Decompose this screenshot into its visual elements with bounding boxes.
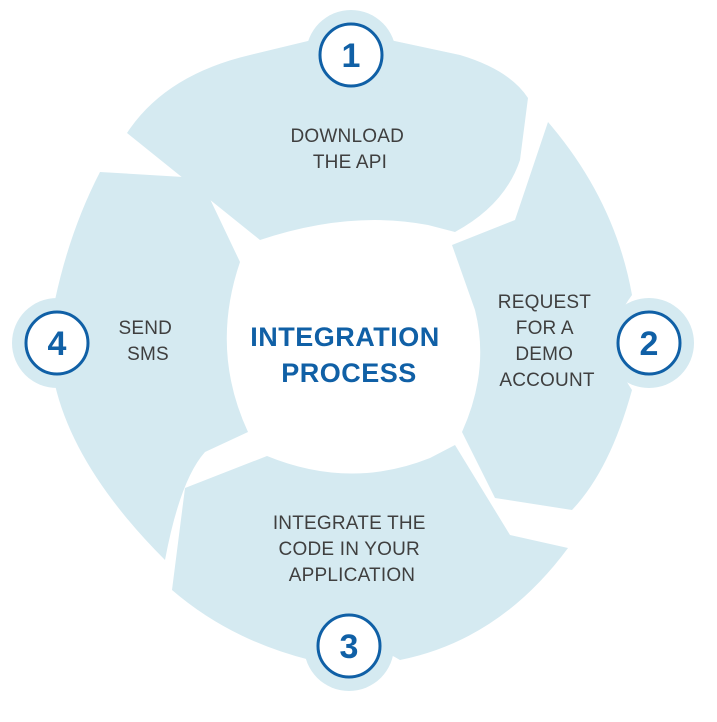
- step-2-number: 2: [640, 325, 659, 363]
- segment-step-2: [452, 122, 632, 510]
- segment-step-3: [172, 445, 568, 660]
- step-1-label-line: DOWNLOAD: [291, 126, 405, 147]
- center-title-line: INTEGRATION: [250, 322, 440, 352]
- step-3-number: 3: [340, 628, 359, 666]
- step-3-label: INTEGRATE THE CODE IN YOUR APPLICATION: [273, 513, 431, 586]
- step-1-label: DOWNLOAD THE API: [291, 126, 410, 173]
- step-3-badge: 3: [304, 601, 394, 691]
- center-title: INTEGRATION PROCESS: [250, 322, 448, 388]
- step-2-label: REQUEST FOR A DEMO ACCOUNT: [498, 292, 596, 391]
- step-3-label-line: APPLICATION: [289, 565, 415, 586]
- step-4-label-line: SMS: [127, 344, 169, 365]
- step-4-number: 4: [48, 325, 67, 363]
- step-2-label-line: REQUEST: [498, 292, 591, 313]
- step-2-label-line: DEMO: [515, 344, 573, 365]
- step-2-label-line: ACCOUNT: [499, 370, 595, 391]
- step-4-badge: 4: [12, 298, 102, 388]
- center-title-line: PROCESS: [281, 358, 417, 388]
- cycle-segments: [55, 40, 632, 660]
- step-3-badge-disc: [316, 613, 382, 679]
- step-1-badge-disc: [318, 22, 384, 88]
- step-1-badge: 1: [306, 10, 396, 100]
- step-3-label-line: INTEGRATE THE: [273, 513, 426, 534]
- step-3-label-line: CODE IN YOUR: [279, 539, 420, 560]
- step-2-badge-disc: [616, 310, 682, 376]
- step-1-label-line: THE API: [313, 152, 387, 173]
- segment-step-4: [55, 172, 248, 560]
- step-4-label-line: SEND: [118, 318, 172, 339]
- step-1-number: 1: [342, 37, 361, 75]
- step-2-label-line: FOR A: [516, 318, 574, 339]
- step-2-badge: 2: [604, 298, 694, 388]
- step-4-badge-disc: [24, 310, 90, 376]
- step-4-label: SEND SMS: [118, 318, 177, 365]
- segment-step-1: [127, 40, 528, 240]
